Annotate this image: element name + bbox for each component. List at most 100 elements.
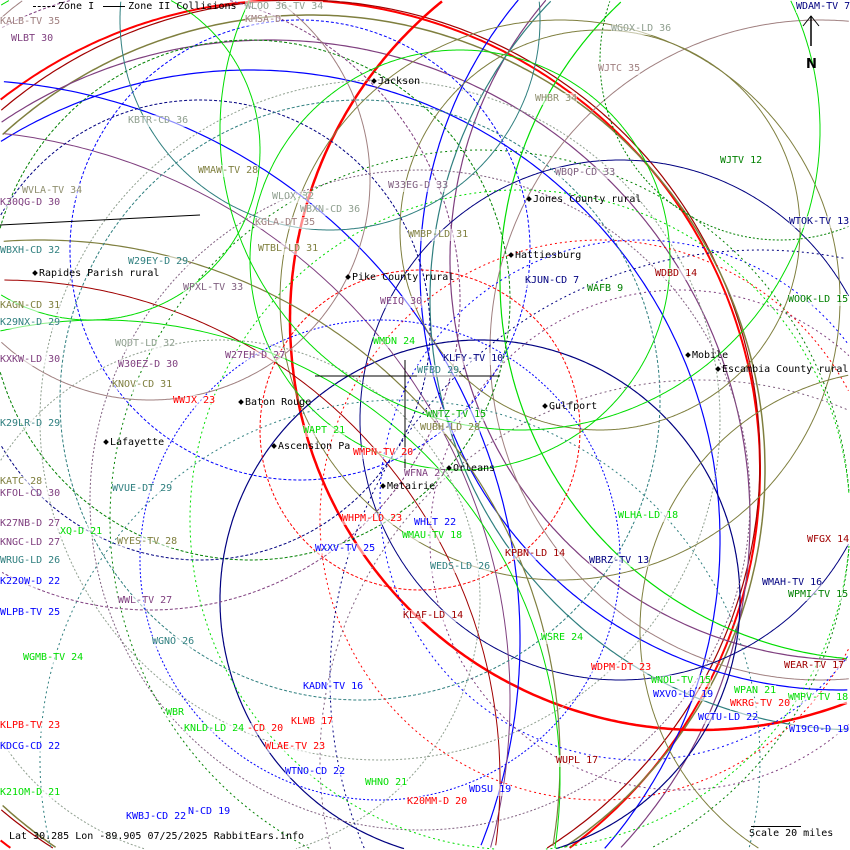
station-label[interactable]: K22OW-D 22 xyxy=(0,576,61,588)
station-label[interactable]: WMBP-LD 31 xyxy=(408,229,469,241)
station-label[interactable]: W19CO-D 19 xyxy=(789,724,850,736)
station-label[interactable]: XQ-D 21 xyxy=(60,526,103,538)
station-label[interactable]: WHBR 34 xyxy=(535,93,578,105)
station-label[interactable]: -CD 20 xyxy=(247,723,284,735)
station-label[interactable]: WJTV 12 xyxy=(720,155,763,167)
station-label[interactable]: KNGC-LD 27 xyxy=(0,537,61,549)
station-label[interactable]: WUBH-LD 28 xyxy=(420,422,481,434)
station-label[interactable]: KFOL-CD 30 xyxy=(0,488,61,500)
station-label[interactable]: WMPV-TV 18 xyxy=(788,692,849,704)
station-label[interactable]: WBXN-CD 36 xyxy=(300,204,361,216)
station-label[interactable]: KPBN-LD 14 xyxy=(505,548,566,560)
station-label[interactable]: WXVO-LD 19 xyxy=(653,689,714,701)
station-label[interactable]: W33EG-D 33 xyxy=(388,180,449,192)
station-label[interactable]: N-CD 19 xyxy=(188,806,231,818)
station-label[interactable]: KJUN-CD 7 xyxy=(525,275,580,287)
station-label[interactable]: WNTZ-TV 15 xyxy=(426,409,487,421)
station-label[interactable]: WSRE 24 xyxy=(541,632,584,644)
station-label[interactable]: WUPL 17 xyxy=(556,755,599,767)
station-label[interactable]: KDCG-CD 22 xyxy=(0,741,61,753)
station-label[interactable]: WXXV-TV 25 xyxy=(315,543,376,555)
station-label[interactable]: WBR xyxy=(166,707,185,719)
station-label[interactable]: WCTU-LD 22 xyxy=(698,712,759,724)
station-label[interactable]: WMAH-TV 16 xyxy=(762,577,823,589)
station-label[interactable]: WDPM-DT 23 xyxy=(591,662,652,674)
station-label[interactable]: WFNA 27 xyxy=(404,468,447,480)
station-label[interactable]: K29NX-D 29 xyxy=(0,317,61,329)
station-label[interactable]: KWBJ-CD 22 xyxy=(126,811,187,823)
station-label[interactable]: KATC 28 xyxy=(0,476,43,488)
station-label[interactable]: WMDN 24 xyxy=(373,336,416,348)
station-label[interactable]: WQDT-LD 32 xyxy=(115,338,176,350)
station-label[interactable]: WMPN-TV 20 xyxy=(353,447,414,459)
station-label[interactable]: K27NB-D 27 xyxy=(0,518,61,530)
station-label[interactable]: WAFB 9 xyxy=(587,283,624,295)
station-label[interactable]: WAPT 21 xyxy=(303,425,346,437)
station-label[interactable]: WWJX 23 xyxy=(173,395,216,407)
station-label[interactable]: WDAM-TV 7 xyxy=(796,1,850,13)
station-label[interactable]: KLWB 17 xyxy=(291,716,334,728)
station-label[interactable]: WLOX 32 xyxy=(272,191,315,203)
station-label[interactable]: WMAU-TV 18 xyxy=(402,530,463,542)
station-label[interactable]: WYES-TV 28 xyxy=(117,536,178,548)
station-label[interactable]: KBTR-CD 36 xyxy=(128,115,189,127)
station-label[interactable]: WLHA-LD 18 xyxy=(618,510,679,522)
station-label[interactable]: K21OM-D 21 xyxy=(0,787,61,799)
station-label[interactable]: WKRG-TV 20 xyxy=(730,698,791,710)
station-label[interactable]: WLAE-TV 23 xyxy=(265,741,326,753)
station-label[interactable]: WPXL-TV 33 xyxy=(183,282,244,294)
station-label[interactable]: WFGX 14 xyxy=(807,534,850,546)
station-label[interactable]: KLAF-LD 14 xyxy=(403,610,464,622)
station-label[interactable]: WHLT 22 xyxy=(414,517,457,529)
station-label[interactable]: K30QG-D 30 xyxy=(0,197,61,209)
station-label[interactable]: WFBD 29 xyxy=(417,365,460,377)
station-label[interactable]: W29EY-D 29 xyxy=(128,256,189,268)
station-label[interactable]: WGOX-LD 36 xyxy=(611,23,672,35)
station-label[interactable]: WEAR-TV 17 xyxy=(784,660,845,672)
station-label[interactable]: WWL-TV 27 xyxy=(118,595,173,607)
station-label[interactable]: KMSA-D xyxy=(245,14,282,26)
station-label[interactable]: WDSU 19 xyxy=(469,784,512,796)
station-label[interactable]: KGLA-DT 35 xyxy=(255,217,316,229)
station-label[interactable]: WLBT 30 xyxy=(11,33,54,45)
station-label[interactable]: WPMI-TV 15 xyxy=(788,589,849,601)
station-label[interactable]: W27EH-D 27 xyxy=(225,350,286,362)
station-label[interactable]: WTBL-LD 31 xyxy=(258,243,319,255)
station-label[interactable]: KLPB-TV 23 xyxy=(0,720,61,732)
city-name: Ascension Pa xyxy=(278,441,351,452)
station-label[interactable]: K29LR-D 29 xyxy=(0,418,61,430)
station-label[interactable]: WNOL-TV 15 xyxy=(651,675,712,687)
station-label[interactable]: KNOV-CD 31 xyxy=(112,379,173,391)
station-label[interactable]: WDBD 14 xyxy=(655,268,698,280)
station-label[interactable]: KLFY-TV 10 xyxy=(443,353,504,365)
station-label[interactable]: KADN-TV 16 xyxy=(303,681,364,693)
station-label[interactable]: WEDS-LD 26 xyxy=(430,561,491,573)
station-label[interactable]: WJTC 35 xyxy=(598,63,641,75)
station-label[interactable]: WEIQ 30 xyxy=(380,296,423,308)
station-label[interactable]: K20MM-D 20 xyxy=(407,796,468,808)
station-label[interactable]: WOOK-LD 15 xyxy=(788,294,849,306)
station-label[interactable]: KXKW-LD 30 xyxy=(0,354,61,366)
station-label[interactable]: WBRZ-TV 13 xyxy=(589,555,650,567)
station-label[interactable]: KALB-TV 35 xyxy=(0,16,61,28)
station-label[interactable]: W30EZ-D 30 xyxy=(118,359,179,371)
station-label[interactable]: WLOO 36-TV 34 xyxy=(245,1,324,13)
station-label[interactable]: WTNO-CD 22 xyxy=(285,766,346,778)
station-label[interactable]: WBXH-CD 32 xyxy=(0,245,61,257)
coverage-contour xyxy=(379,239,849,761)
station-label[interactable]: WLPB-TV 25 xyxy=(0,607,61,619)
station-label[interactable]: KAGN-CD 31 xyxy=(0,300,61,312)
station-label[interactable]: WGMB-TV 24 xyxy=(23,652,84,664)
station-label[interactable]: WVLA-TV 34 xyxy=(22,185,83,197)
station-label[interactable]: WMAW-TV 28 xyxy=(198,165,259,177)
station-label[interactable]: KNLD-LD 24 xyxy=(184,723,245,735)
station-label[interactable]: WVUE-DT 29 xyxy=(112,483,173,495)
station-label[interactable]: WHNO 21 xyxy=(365,777,408,789)
station-label[interactable]: WHPM-LD 23 xyxy=(342,513,403,525)
station-label[interactable]: WBQP-CD 33 xyxy=(555,167,616,179)
station-label[interactable]: WGNO 26 xyxy=(152,636,195,648)
station-label[interactable]: WTOK-TV 13 xyxy=(789,216,850,228)
station-label[interactable]: WRUG-LD 26 xyxy=(0,555,61,567)
station-label[interactable]: WPAN 21 xyxy=(734,685,777,697)
